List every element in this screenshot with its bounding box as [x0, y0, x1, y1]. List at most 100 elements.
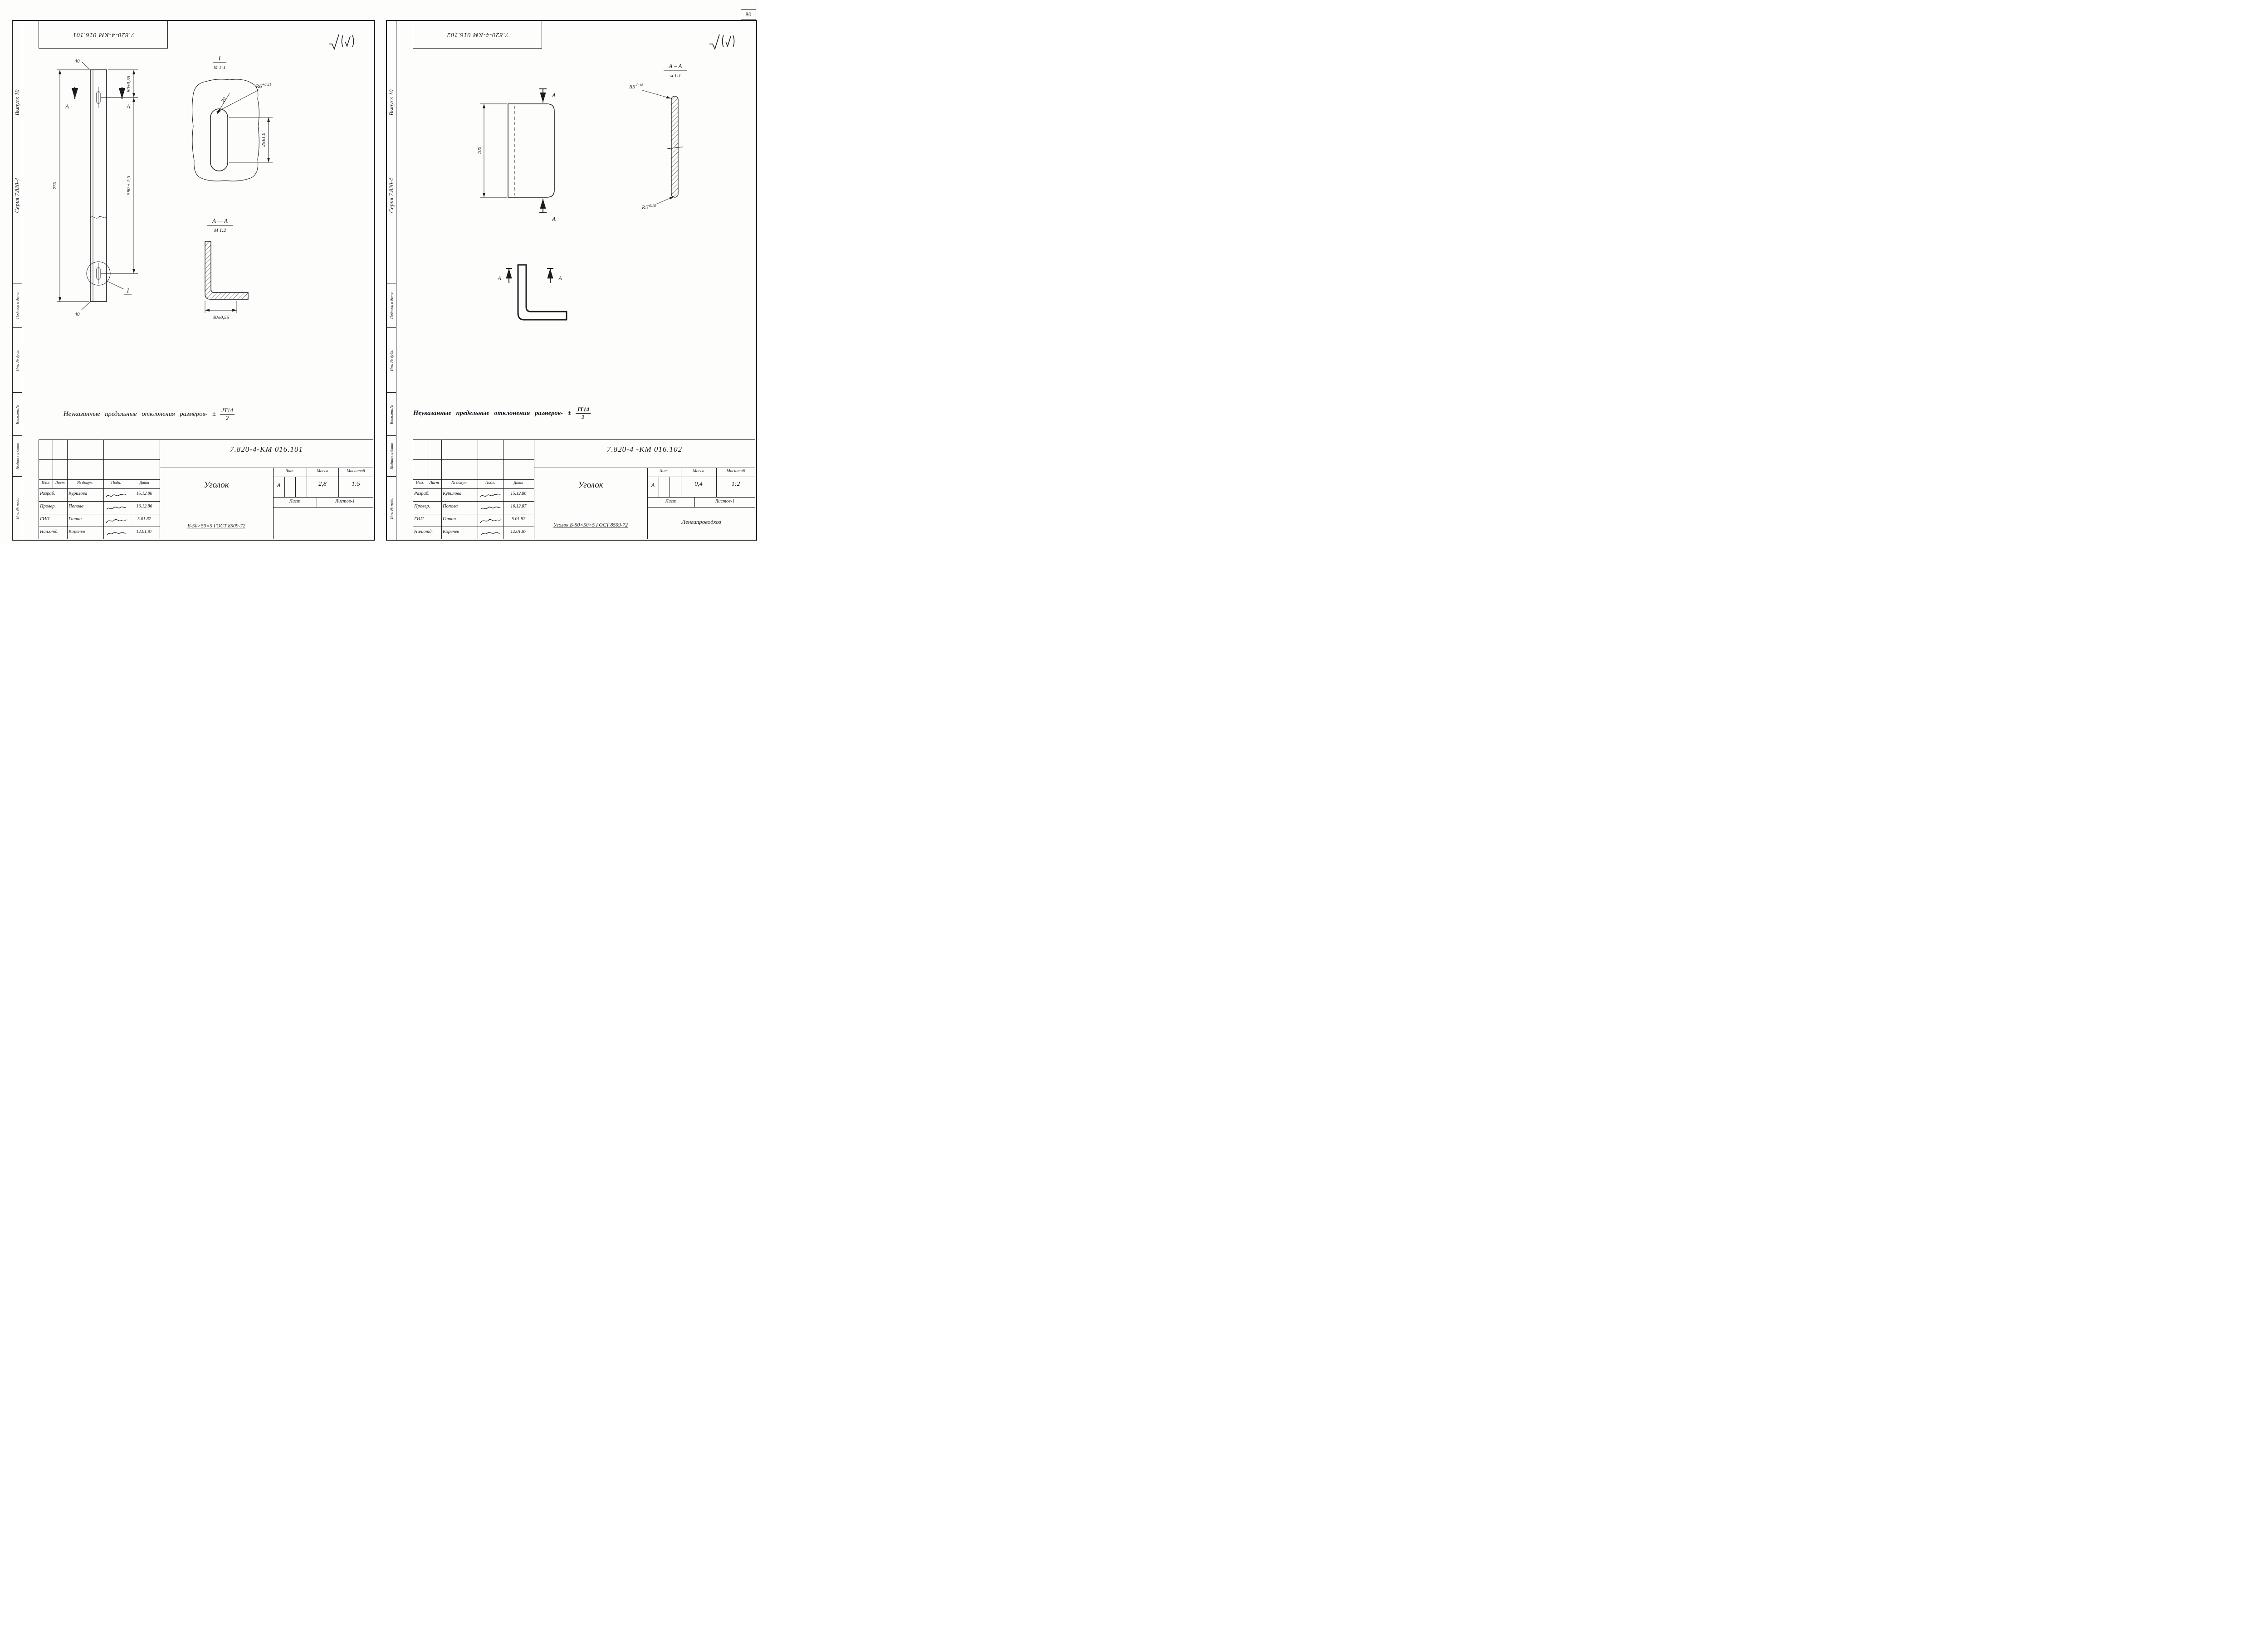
- tb-line: [413, 488, 534, 489]
- material-spec: Уголок Б-50×50×5 ГОСТ 8509-72: [553, 522, 628, 528]
- scale-value: 1:5: [352, 481, 360, 488]
- mass-header: Масса: [693, 469, 704, 473]
- inverted-doc-stamp: 7.820-4-КМ 016.102: [413, 21, 542, 49]
- series-label: Серия 7.820-4: [14, 178, 20, 213]
- staff-header-doc: № докум.: [77, 480, 93, 485]
- tb-line: [716, 468, 717, 497]
- margin-cell-label: Инв. № подл.: [15, 498, 20, 519]
- lit-value: А: [651, 482, 655, 488]
- fraction-top: JT14: [575, 406, 591, 414]
- signature: [480, 519, 501, 523]
- section-title: А — А: [212, 217, 228, 224]
- tb-line: [413, 439, 755, 440]
- margin-cell-label: Подпись и дата: [389, 443, 394, 470]
- tb-line: [647, 497, 755, 498]
- stamp-text: 7.820-4-КМ 016.102: [446, 31, 508, 38]
- staff-role: Нач.отд.: [40, 529, 59, 534]
- detail-title: I: [218, 55, 221, 62]
- staff-header-date: Дата: [513, 480, 523, 485]
- signature: [480, 494, 501, 498]
- margin-cell-label: Инв. № дубл.: [15, 350, 20, 371]
- section-letter-bottom: А: [552, 215, 556, 222]
- margin-cell: Инв. № дубл.: [387, 327, 396, 393]
- r5-value: R5: [641, 204, 648, 210]
- dim-30: 30±0,55: [212, 315, 230, 320]
- staff-role: Нач.отд.: [414, 529, 433, 534]
- detail-ref-label: I: [127, 288, 130, 294]
- section-title: А – А: [669, 63, 682, 69]
- staff-date: 16.12.87: [510, 504, 527, 509]
- radius-r5-bottom-label: R5-0,18: [641, 203, 656, 210]
- tb-line: [647, 507, 755, 508]
- tb-line: [647, 468, 648, 539]
- margin-cell: Инв. № подл.: [13, 476, 22, 540]
- margin-cell-label: Инв. № подл.: [389, 498, 394, 519]
- angle-profile-view: [506, 264, 567, 321]
- series-label: Серия 7.820-4: [388, 178, 395, 213]
- tb-line: [273, 468, 274, 539]
- dim-40-bottom: 40: [75, 312, 80, 317]
- material-spec: Б-50×50×5 ГОСТ 8509-72: [187, 523, 245, 529]
- stamp-text: 7.820-4-КМ 016.101: [72, 31, 134, 38]
- staff-name: Коренев: [68, 529, 85, 534]
- staff-header-sign: Подп.: [485, 480, 496, 485]
- bar-front-view: [90, 69, 107, 302]
- signature: [106, 506, 127, 510]
- dim-750: 750: [52, 181, 58, 189]
- margin-cell: Взам.инв.№: [13, 392, 22, 436]
- sheets-label: Листов-1: [335, 499, 355, 504]
- page-number-text: 80: [745, 11, 752, 18]
- issue-label: Выпуск 10: [388, 89, 395, 116]
- tb-line: [67, 439, 68, 539]
- detail-view: [191, 79, 273, 181]
- staff-name: Коренев: [443, 529, 459, 534]
- part-name: Уголок: [578, 480, 603, 490]
- fraction-top: JT14: [220, 407, 235, 415]
- surface-finish-icon: [709, 34, 735, 50]
- staff-header-izm: Изм.: [41, 480, 50, 485]
- detail-callout: [86, 261, 132, 295]
- sheet-label: Лист: [289, 499, 301, 504]
- plate-front-view: [508, 103, 555, 198]
- lit-header: Лит.: [285, 469, 295, 473]
- inverted-doc-stamp: 7.820-4-КМ 016.101: [39, 21, 168, 49]
- r5-value: R5: [629, 83, 635, 90]
- scale-header: Масштаб: [726, 469, 745, 473]
- signature: [480, 506, 501, 510]
- organization-name: Ленгипроводхоз: [681, 518, 721, 525]
- staff-role: Разраб.: [40, 491, 55, 496]
- section-letter-right: А: [558, 275, 562, 282]
- fraction-bottom: 2: [582, 413, 585, 420]
- tb-line: [39, 459, 160, 460]
- tb-line: [413, 459, 534, 460]
- staff-role: Провер.: [414, 504, 430, 509]
- tb-line: [413, 479, 534, 480]
- scale-header: Масштаб: [347, 469, 365, 473]
- tb-line: [284, 477, 285, 497]
- scanned-drawing-canvas: 80: [0, 0, 759, 545]
- section-cut-marks: [71, 87, 126, 99]
- staff-header-list: Лист: [429, 480, 439, 485]
- section-letter-right: А: [126, 103, 130, 110]
- tb-line: [441, 439, 442, 539]
- section-scale: м 1:1: [670, 73, 681, 78]
- tb-line: [103, 439, 104, 539]
- tb-line: [273, 507, 373, 508]
- section-letter-top: А: [552, 92, 556, 98]
- staff-header-izm: Изм.: [415, 480, 424, 485]
- dim-590: 590 ± 1,6: [126, 176, 132, 195]
- margin-cell: Инв. № дубл.: [13, 327, 22, 393]
- staff-role: Провер.: [40, 504, 56, 509]
- dim-80: 80±0,55: [126, 75, 132, 92]
- detail-scale: М 1:1: [213, 65, 226, 70]
- signature: [107, 532, 127, 536]
- tolerance-fraction: JT14 2: [575, 406, 591, 420]
- r5-tolerance: -0,18: [635, 83, 643, 87]
- staff-date: 15.12.86: [136, 491, 152, 496]
- plate-section-view: [642, 90, 683, 205]
- staff-date: 12.01.87: [510, 529, 527, 534]
- plate-section-marks: [539, 88, 547, 213]
- staff-name: Гитин: [443, 517, 456, 522]
- staff-header-doc: № докум.: [451, 480, 468, 485]
- left-margin-column: Выпуск 10 Серия 7.820-4 Подпись и дата И…: [13, 21, 22, 540]
